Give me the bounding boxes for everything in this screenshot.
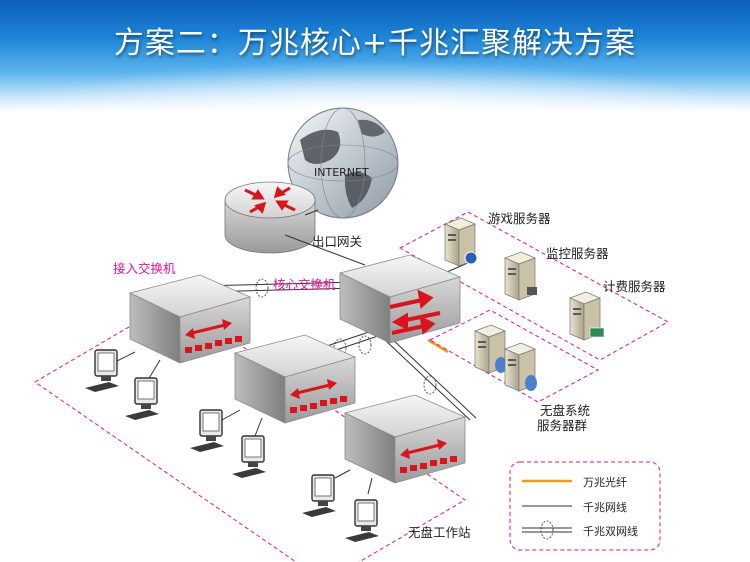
game-server-icon <box>444 217 478 267</box>
title-banner <box>0 0 750 115</box>
workstation-pc-icon <box>301 474 337 518</box>
workstations-label: 无盘工作站 <box>408 525 471 540</box>
diskless-server-label-line1: 无盘系统 <box>540 403 591 418</box>
billing-server-label: 计费服务器 <box>603 279 666 294</box>
legend-dual-label: 千兆双网线 <box>583 525 638 538</box>
legend <box>509 461 661 551</box>
gateway-label: 出口网关 <box>312 234 363 249</box>
diskless-server-icon <box>504 342 537 392</box>
internet-globe-icon <box>287 107 399 219</box>
core-switch-icon <box>339 254 461 344</box>
router-icon <box>224 181 316 254</box>
diskless-server-label-line2: 服务器群 <box>537 418 588 433</box>
workstation-pc-icon <box>189 409 225 453</box>
workstation-pc-icon <box>124 377 160 421</box>
access-switch-icon <box>129 274 251 364</box>
billing-server-icon <box>569 291 605 341</box>
game-server-label: 游戏服务器 <box>488 211 551 226</box>
internet-label: INTERNET <box>314 166 369 179</box>
workstation-pc-icon <box>84 349 120 393</box>
legend-gigabit-label: 千兆网线 <box>583 501 627 514</box>
legend-fiber-label: 万兆光纤 <box>583 476 627 489</box>
monitor-server-label: 监控服务器 <box>546 246 609 261</box>
slide-title: 方案二：万兆核心+千兆汇聚解决方案 <box>113 26 637 61</box>
core-switch-label: 核心交换机 <box>273 277 336 292</box>
access-switch-label: 接入交换机 <box>113 261 176 276</box>
workstation-pc-icon <box>344 499 380 543</box>
workstation-pc-icon <box>231 435 267 479</box>
access-switch-icon <box>344 394 466 484</box>
diskless-server-icon <box>474 324 507 374</box>
access-switch-icon <box>234 334 356 424</box>
monitor-server-icon <box>504 251 537 301</box>
